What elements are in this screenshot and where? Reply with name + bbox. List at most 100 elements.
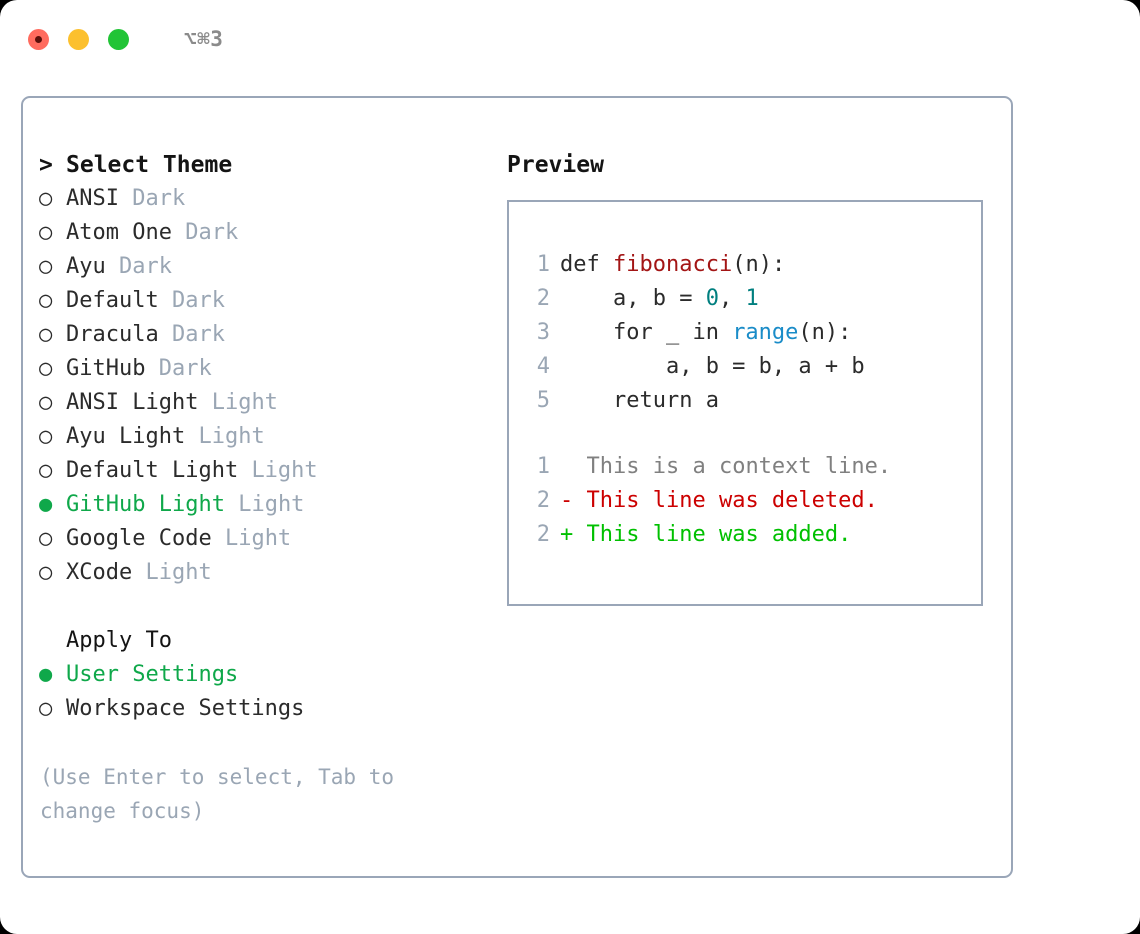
theme-option[interactable]: ○ Default Light Light: [39, 454, 485, 488]
diff-text: This line was added.: [586, 522, 852, 547]
line-number: 2: [536, 522, 550, 547]
radio-selected-icon: ●: [39, 492, 53, 517]
theme-option[interactable]: ○ Ayu Light Light: [39, 420, 485, 454]
minimize-button[interactable]: [68, 28, 89, 50]
main-panel: >Select Theme ○ANSI Dark○Atom One Dark○A…: [21, 96, 1013, 878]
code-line: 2 a, b = 0, 1: [526, 282, 981, 316]
radio-unselected-icon: ○: [39, 458, 53, 483]
theme-option[interactable]: ○ Atom One Dark: [39, 216, 485, 250]
select-theme-heading-label: Select Theme: [66, 152, 233, 178]
radio-unselected-icon: ○: [39, 356, 53, 381]
theme-option-variant: Dark: [185, 220, 239, 245]
code-token: a, b =: [560, 286, 706, 311]
theme-option[interactable]: ○ Ayu Dark: [39, 250, 485, 284]
theme-option-label: Ayu Light: [66, 424, 186, 449]
line-number: 5: [536, 388, 550, 413]
theme-option-label: GitHub: [66, 356, 146, 381]
radio-unselected-icon: ○: [39, 390, 53, 415]
theme-option-list[interactable]: ○ANSI Dark○Atom One Dark○Ayu Dark○Defaul…: [39, 182, 485, 590]
title-bar: ⌥⌘3: [0, 0, 1140, 78]
diff-line: 2 + This line was added.: [526, 518, 981, 552]
apply-to-option[interactable]: ● User Settings: [39, 658, 485, 692]
radio-unselected-icon: ○: [39, 696, 53, 721]
code-token: a, b = b, a + b: [560, 354, 865, 379]
theme-option[interactable]: ○ Dracula Dark: [39, 318, 485, 352]
radio-selected-icon: ●: [39, 662, 53, 687]
diff-sign: -: [560, 488, 574, 513]
theme-option-label: Default Light: [66, 458, 239, 483]
line-number: 2: [536, 488, 550, 513]
diff-line: 2- This line was deleted.: [526, 484, 981, 518]
theme-option-label: ANSI: [66, 186, 119, 211]
theme-picker-column: >Select Theme ○ANSI Dark○Atom One Dark○A…: [23, 98, 485, 876]
code-token: def: [560, 252, 613, 277]
code-token: (n):: [732, 252, 786, 277]
theme-option[interactable]: ○ANSI Dark: [39, 182, 485, 216]
maximize-button[interactable]: [108, 28, 129, 50]
theme-option-label: ANSI Light: [66, 390, 199, 415]
theme-option-variant: Dark: [132, 186, 186, 211]
diff-line: 1 This is a context line.: [526, 450, 981, 484]
radio-unselected-icon: ○: [39, 322, 53, 347]
radio-unselected-icon: ○: [39, 288, 53, 313]
theme-option[interactable]: ○ ANSI Light Light: [39, 386, 485, 420]
theme-option-variant: Dark: [171, 288, 225, 313]
code-token: (n):: [798, 320, 852, 345]
theme-option-variant: Light: [145, 560, 212, 585]
traffic-light-group: [28, 28, 129, 50]
theme-option-variant: Light: [224, 526, 292, 551]
radio-unselected-icon: ○: [39, 220, 53, 245]
diff-text: This line was deleted.: [586, 488, 878, 513]
theme-option[interactable]: ○Google Code Light: [39, 522, 485, 556]
theme-option-label: Dracula: [66, 322, 159, 347]
radio-unselected-icon: ○: [39, 254, 53, 279]
apply-to-heading: Apply To: [39, 624, 485, 658]
apply-to-option-label: User Settings: [66, 662, 239, 687]
theme-option-variant: Light: [211, 390, 278, 415]
theme-option-variant: Dark: [171, 322, 225, 347]
code-line: 5 return a: [526, 384, 981, 418]
theme-option[interactable]: ○ GitHub Dark: [39, 352, 485, 386]
theme-option[interactable]: ○ XCode Light: [39, 556, 485, 590]
theme-option[interactable]: ○Default Dark: [39, 284, 485, 318]
theme-option-variant: Dark: [119, 254, 172, 279]
preview-title: Preview: [507, 152, 604, 178]
theme-option-variant: Light: [198, 424, 265, 449]
radio-unselected-icon: ○: [39, 526, 53, 551]
radio-unselected-icon: ○: [39, 560, 53, 585]
line-number: 3: [536, 320, 550, 345]
theme-option[interactable]: ●GitHub Light Light: [39, 488, 485, 522]
line-number: 2: [536, 286, 550, 311]
theme-option-label: GitHub Light: [66, 492, 225, 517]
code-line: 3 for _ in range(n):: [526, 316, 981, 350]
diff-text: This is a context line.: [586, 454, 892, 479]
code-token: ,: [718, 286, 746, 311]
apply-to-option-label: Workspace Settings: [66, 696, 305, 721]
diff-sign: +: [560, 522, 574, 547]
code-token: return a: [560, 388, 719, 413]
diff-sign: [560, 454, 573, 479]
theme-option-label: XCode: [66, 560, 133, 585]
theme-option-variant: Dark: [158, 356, 212, 381]
keyboard-hint-text: (Use Enter to select, Tab to change focu…: [40, 765, 395, 823]
theme-option-variant: Light: [251, 458, 318, 483]
theme-option-label: Atom One: [66, 220, 172, 245]
diff-sample: 1 This is a context line.2- This line wa…: [526, 450, 981, 552]
code-token: fibonacci: [612, 252, 733, 277]
caret-icon: >: [39, 152, 53, 178]
code-token: 0: [705, 286, 719, 311]
theme-option-label: Ayu: [66, 254, 106, 279]
close-button[interactable]: [28, 28, 49, 50]
apply-to-option-list[interactable]: ● User Settings ○ Workspace Settings: [39, 658, 485, 726]
code-line: 4 a, b = b, a + b: [526, 350, 981, 384]
code-token: 1: [745, 286, 759, 311]
radio-unselected-icon: ○: [39, 424, 53, 449]
line-number: 1: [536, 454, 550, 479]
code-token: range: [732, 320, 799, 345]
apply-to-option[interactable]: ○ Workspace Settings: [39, 692, 485, 726]
